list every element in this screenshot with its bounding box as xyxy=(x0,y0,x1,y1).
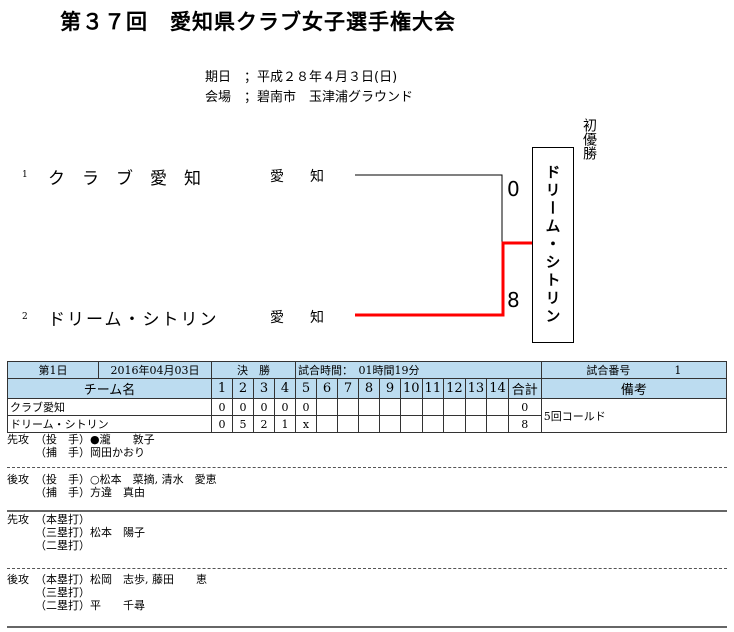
inning-score: 0 xyxy=(253,398,275,416)
inning-score xyxy=(443,398,466,416)
inning-score: 0 xyxy=(295,398,317,416)
score-table: 第1日 2016年04月03日 決 勝 試合時間： 01時間19分 試合番号 1… xyxy=(7,361,728,433)
team1-seed: 1 xyxy=(22,170,28,180)
row-team: ドリーム・シトリン xyxy=(7,415,212,433)
inning-score xyxy=(486,415,509,433)
team2-line xyxy=(355,241,533,317)
header-inning: 3 xyxy=(253,378,275,399)
inning-score: 0 xyxy=(232,398,254,416)
detail-line: （捕 手）方違 真由 xyxy=(35,486,145,499)
inning-score: 1 xyxy=(274,415,296,433)
section-divider xyxy=(7,510,727,512)
bracket-lines xyxy=(355,174,533,317)
detail-line: （二塁打）平 千尋 xyxy=(35,599,145,612)
header-inning: 13 xyxy=(464,378,488,399)
inning-score xyxy=(486,398,509,416)
row-total: 8 xyxy=(507,415,542,433)
detail-side: 先攻 xyxy=(7,513,29,526)
team2-name: ドリーム・シトリン xyxy=(48,310,219,330)
inning-score xyxy=(400,398,423,416)
winner-box: ドリーム・シトリン xyxy=(532,147,574,343)
first-title-label: 初優勝 xyxy=(581,118,597,160)
inning-score xyxy=(379,398,401,416)
game-date: 2016年04月03日 xyxy=(98,361,212,379)
row-team: クラブ愛知 xyxy=(7,398,212,416)
team2-seed: 2 xyxy=(22,312,28,322)
inning-score: 5 xyxy=(232,415,254,433)
inning-score xyxy=(316,398,338,416)
game-round: 決 勝 xyxy=(211,361,296,379)
header-team: チーム名 xyxy=(7,378,212,399)
header-inning: 10 xyxy=(400,378,423,399)
team2-pref: 愛知 xyxy=(270,310,350,326)
header-inning: 2 xyxy=(232,378,254,399)
row-total: 0 xyxy=(507,398,542,416)
inning-score xyxy=(358,398,380,416)
inning-score xyxy=(464,415,488,433)
detail-line: （本塁打） xyxy=(35,513,90,526)
section-divider xyxy=(7,568,727,569)
detail-line: （三塁打） xyxy=(35,586,90,599)
detail-line: （三塁打）松本 陽子 xyxy=(35,526,145,539)
header-total: 合計 xyxy=(507,378,542,399)
detail-side: 後攻 xyxy=(7,573,29,586)
inning-score: 0 xyxy=(274,398,296,416)
inning-score xyxy=(400,415,423,433)
inning-score xyxy=(464,398,488,416)
game-number-value: 1 xyxy=(674,364,682,377)
header-inning: 6 xyxy=(316,378,338,399)
team2-score: 8 xyxy=(507,288,520,312)
inning-score: x xyxy=(295,415,317,433)
header-inning: 7 xyxy=(337,378,359,399)
team1-name: クラブ愛知 xyxy=(48,169,218,189)
header-inning: 4 xyxy=(274,378,296,399)
event-venue: 会場 ；碧南市 玉津浦グラウンド xyxy=(205,90,414,105)
detail-line: （投 手）○松本 菜摘, 清水 愛恵 xyxy=(35,473,217,486)
team1-score: 0 xyxy=(507,177,520,201)
detail-line: （投 手）●瀧 敦子 xyxy=(35,433,155,446)
team1-line xyxy=(355,174,503,243)
detail-line: （二塁打） xyxy=(35,539,90,552)
header-inning: 9 xyxy=(379,378,401,399)
inning-score xyxy=(443,415,466,433)
game-number: 試合番号 1 xyxy=(540,361,728,379)
inning-score xyxy=(379,415,401,433)
inning-score: 0 xyxy=(211,398,233,416)
header-notes: 備考 xyxy=(540,378,728,399)
inning-score: 2 xyxy=(253,415,275,433)
detail-side: 後攻 xyxy=(7,473,29,486)
inning-score xyxy=(358,415,380,433)
detail-line: （捕 手）岡田かおり xyxy=(35,446,145,459)
page-title: 第３７回 愛知県クラブ女子選手権大会 xyxy=(60,10,456,34)
inning-score xyxy=(421,398,445,416)
event-date: 期日 ；平成２８年４月３日(日) xyxy=(205,70,398,85)
inning-score: 0 xyxy=(211,415,233,433)
inning-score xyxy=(421,415,445,433)
header-inning: 1 xyxy=(211,378,233,399)
header-inning: 14 xyxy=(486,378,509,399)
game-day: 第1日 xyxy=(7,361,99,379)
detail-side: 先攻 xyxy=(7,433,29,446)
header-inning: 12 xyxy=(443,378,466,399)
section-divider xyxy=(7,467,727,468)
inning-score xyxy=(337,398,359,416)
header-inning: 11 xyxy=(421,378,445,399)
header-inning: 8 xyxy=(358,378,380,399)
team1-pref: 愛知 xyxy=(270,169,350,185)
row-notes: 5回コールド xyxy=(540,398,728,433)
header-inning: 5 xyxy=(295,378,317,399)
detail-line: （本塁打）松岡 志歩, 藤田 恵 xyxy=(35,573,207,586)
inning-score xyxy=(337,415,359,433)
game-time: 試合時間： 01時間19分 xyxy=(295,361,542,379)
game-number-label: 試合番号 xyxy=(586,364,631,377)
section-divider xyxy=(7,626,727,628)
inning-score xyxy=(316,415,338,433)
